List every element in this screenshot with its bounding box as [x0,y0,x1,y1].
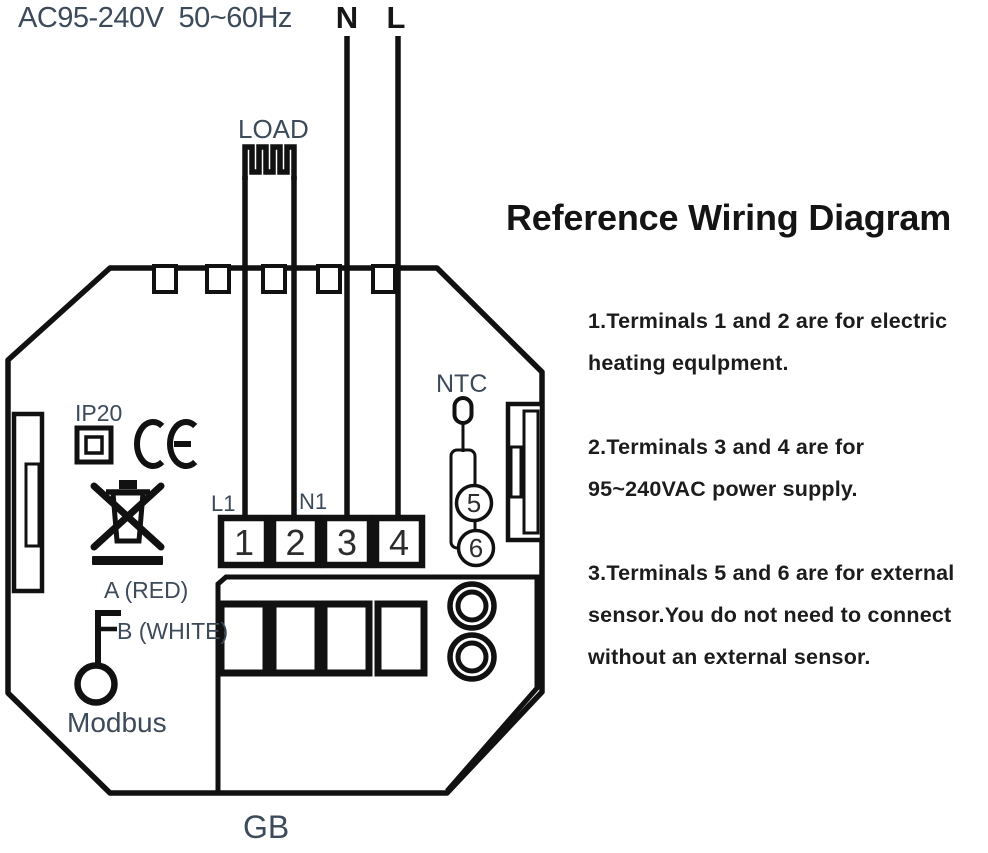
rs485-a-label: A (RED) [104,577,189,603]
terminal-2-number: 2 [285,522,306,563]
note-3-line-3: without an external sensor. [588,645,871,669]
wire-slot-1 [217,600,270,677]
live-wire-label: L [386,0,406,35]
note-3: 3.Terminals 5 and 6 are for external sen… [588,552,988,678]
note-3-line-2: sensor.You do not need to connect [588,603,952,627]
modbus-connector [74,610,121,706]
top-notch-1 [152,264,178,294]
top-notch-3 [261,264,287,294]
note-1: 1.Terminals 1 and 2 are for electric hea… [588,300,988,384]
ntc-label: NTC [436,370,488,398]
wire-slot-2 [269,600,322,677]
terminal-compartment-right [445,579,540,793]
l1-terminal-label: L1 [211,491,236,516]
wire-slot-4 [374,600,428,677]
top-notch-4 [316,264,342,294]
wiring-diagram-art [5,36,545,796]
ntc-probe-bulb [452,396,474,425]
mounting-slot-right-inner [522,409,540,535]
mounting-slot-right-notch [509,445,523,499]
modbus-label: Modbus [67,707,167,738]
terminal-2-box [269,514,322,569]
note-3-line-1: 3.Terminals 5 and 6 are for external [588,561,955,585]
weee-bin-knob [119,480,137,489]
wire-slot-3 [320,600,373,677]
modbus-port-circle [74,662,118,706]
ip20-label: IP20 [75,400,123,426]
mounting-slot-left [11,411,45,594]
sensor-terminal-5-number: 5 [466,488,482,518]
terminal-1-number: 1 [233,522,255,563]
neutral-wire-label: N [335,0,359,35]
sensor-terminal-6-number: 6 [468,533,484,563]
load-label: LOAD [238,114,309,144]
top-notch-2 [205,264,231,294]
ip20-symbol-inner [84,435,104,455]
fixing-hole-top-inner [455,589,489,623]
top-edge-notches [152,264,397,294]
rs485-b-label: B (WHITE) [117,618,229,644]
ip20-symbol [74,425,114,465]
wires [242,36,401,520]
weee-underline-bar [92,556,163,565]
ntc-sensor-probe [449,396,496,568]
note-2: 2.Terminals 3 and 4 are for 95~240VAC po… [588,426,988,510]
note-2-line-1: 2.Terminals 3 and 4 are for [588,435,865,459]
wire-slots [217,600,428,677]
ce-mark-c [134,419,165,469]
gb-label: GB [243,809,290,845]
terminal-1-box [217,514,271,569]
ce-mark-icon [134,419,198,469]
mounting-slot-right [505,401,545,543]
note-1-line-2: heating equlpment. [588,351,789,375]
sensor-terminal-6-circle [456,528,496,568]
note-1-line-1: 1.Terminals 1 and 2 are for electric [588,309,948,333]
n1-terminal-label: N1 [299,489,328,514]
note-2-line-2: 95~240VAC power supply. [588,477,858,501]
power-rating-label: AC95-240V 50~60Hz [18,2,292,34]
terminal-compartment-top [215,574,542,793]
top-notch-5 [371,264,397,294]
mounting-slot-left-inner [24,462,41,548]
terminal-block [217,514,426,569]
fixing-holes [447,581,497,682]
sensor-terminal-5-circle [454,483,494,523]
heating-element-symbol [242,144,297,180]
terminal-3-box [320,514,374,569]
fixing-hole-bottom-inner [455,640,489,674]
weee-cross-2 [90,482,165,551]
weee-symbol-icon [90,480,165,565]
terminal-4-box [372,514,426,569]
terminal-4-number: 4 [388,522,410,563]
page-title: Reference Wiring Diagram [506,197,952,238]
terminal-3-number: 3 [336,522,358,563]
ce-mark-e [167,419,198,469]
